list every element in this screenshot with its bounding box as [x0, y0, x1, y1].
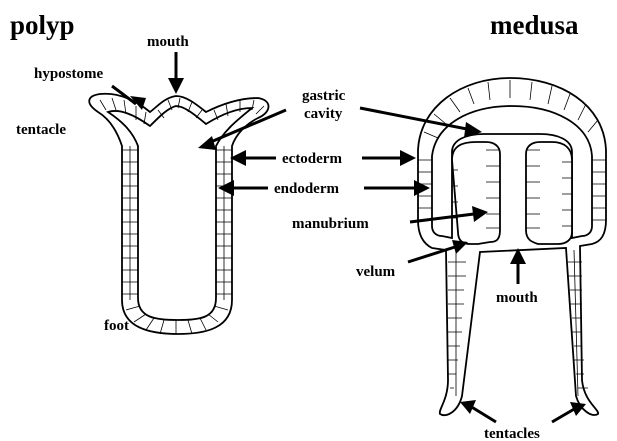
- label-tentacle: tentacle: [16, 122, 66, 138]
- label-tentacles: tentacles: [484, 426, 540, 441]
- title-polyp: polyp: [10, 10, 75, 40]
- label-foot: foot: [104, 318, 129, 334]
- arrowhead: [168, 78, 184, 94]
- label-cavity: cavity: [304, 106, 343, 122]
- medusa-body: [418, 78, 606, 415]
- label-mouth-polyp: mouth: [147, 34, 189, 50]
- label-gastric: gastric: [302, 88, 346, 104]
- label-velum: velum: [356, 264, 396, 280]
- label-hypostome: hypostome: [34, 66, 104, 82]
- arrow-tentacles-left: [470, 406, 496, 422]
- label-mouth-medusa: mouth: [496, 290, 538, 306]
- title-medusa: medusa: [490, 10, 579, 40]
- arrow-tentacles-right: [552, 408, 576, 422]
- label-endoderm: endoderm: [274, 181, 340, 197]
- label-manubrium: manubrium: [292, 216, 369, 232]
- arrowhead: [400, 150, 416, 166]
- label-ectoderm: ectoderm: [282, 151, 342, 167]
